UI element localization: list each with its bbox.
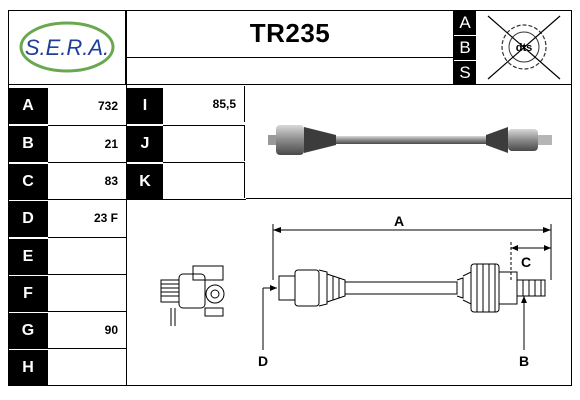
spec-value-i: 85,5 [163,86,245,122]
inner-joint-drawing [160,265,225,326]
abs-letter-b: B [454,36,476,60]
right-spec-bottom-border [126,199,246,200]
spec-value-b: 21 [48,125,126,161]
spec-letter-a: A [8,88,48,124]
spec-letter-h: H [8,350,48,386]
dts-cross-line-2 [487,15,561,80]
product-photo [246,85,572,199]
spec-letter-g: G [8,313,48,349]
drive-shaft-photo [268,125,552,155]
spec-value-e [48,237,126,273]
spec-letter-k: K [127,164,163,200]
spec-value-j [163,125,245,161]
dts-logo-text: dts [516,42,533,54]
spec-value-c: 83 [48,162,126,198]
dimension-label-c: C [521,254,531,270]
abs-letter-a: A [454,11,476,35]
spec-value-h [48,348,126,386]
logo-ellipse [19,21,115,73]
spec-letter-c: C [8,164,48,200]
spec-letter-f: F [8,276,48,312]
dimension-label-a: A [394,213,404,229]
dimension-label-b: B [519,353,529,369]
spec-value-a: 732 [97,99,118,113]
spec-letter-e: E [8,239,48,275]
left-column-divider [126,85,127,386]
spec-value-k [163,162,245,198]
abs-letter-s: S [454,61,476,85]
spec-letter-b: B [8,126,48,162]
spec-letter-i: I [127,88,163,124]
technical-diagram: A C [127,200,572,386]
spec-letter-d: D [8,201,48,237]
spec-value-g: 90 [48,311,126,347]
dimension-label-d: D [258,353,268,369]
logo-cell: S.E.R.A. [8,10,126,85]
title-lower-band [126,58,454,85]
dts-logo-cell: dts [476,10,572,85]
spec-value-d: 23 F [48,199,126,235]
logo-brand-text: S.E.R.A. [25,35,109,60]
drive-shaft-drawing [278,263,546,313]
product-code: TR235 [126,10,454,58]
dts-logo: dts [487,15,561,80]
spec-value-f [48,274,126,310]
sera-logo: S.E.R.A. [19,21,115,73]
spec-letter-j: J [127,126,163,162]
